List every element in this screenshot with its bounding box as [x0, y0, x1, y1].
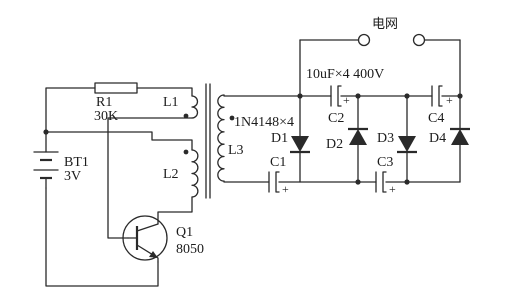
coil-l1-label: L1 — [163, 95, 179, 110]
junction-dots — [43, 93, 463, 185]
capacitor-c3 — [375, 171, 387, 193]
capacitor-c2-label: C2 — [328, 111, 344, 126]
coil-l3 — [217, 94, 225, 182]
diode-d3-label: D3 — [377, 131, 394, 146]
polarity-dot-l1 — [183, 113, 189, 119]
battery-name: BT1 — [64, 155, 89, 170]
left-wiring — [45, 87, 193, 287]
diode-d3 — [397, 136, 417, 154]
capacitor-c3-plus: + — [389, 182, 396, 196]
capacitor-c1 — [268, 171, 280, 193]
battery-bt1 — [33, 151, 59, 189]
resistor-r1 — [94, 82, 138, 94]
transformer-core — [205, 83, 211, 199]
diode-spec-label: 1N4148×4 — [234, 115, 294, 130]
resistor-value: 30K — [94, 109, 118, 124]
transistor-name: Q1 — [176, 225, 193, 240]
capacitor-c1-label: C1 — [270, 155, 286, 170]
coil-l2 — [191, 149, 199, 198]
capacitor-c3-label: C3 — [377, 155, 393, 170]
polarity-dot-l3 — [229, 115, 235, 121]
capacitor-c4 — [431, 85, 443, 107]
coil-l2-label: L2 — [163, 167, 179, 182]
transistor-q1 — [122, 215, 168, 263]
capacitor-c2 — [330, 85, 342, 107]
capacitor-spec-label: 10uF×4 400V — [306, 67, 384, 82]
polarity-dot-l2 — [183, 149, 189, 155]
diode-d2 — [348, 127, 368, 145]
transistor-value: 8050 — [176, 242, 204, 257]
coil-l1 — [191, 95, 199, 119]
capacitor-c1-plus: + — [282, 182, 289, 196]
diode-d4-label: D4 — [429, 131, 446, 146]
diode-d2-label: D2 — [326, 137, 343, 152]
battery-value: 3V — [64, 169, 81, 184]
mains-terminal-left — [357, 33, 371, 47]
coil-l3-label: L3 — [228, 143, 244, 158]
diode-d4 — [450, 127, 470, 145]
capacitor-c4-plus: + — [446, 93, 453, 107]
diode-d1-label: D1 — [271, 131, 288, 146]
capacitor-c4-label: C4 — [428, 111, 444, 126]
diode-d1 — [290, 136, 310, 154]
capacitor-c2-plus: + — [343, 93, 350, 107]
mains-terminal-right — [412, 33, 426, 47]
resistor-name: R1 — [96, 95, 112, 110]
multiplier-wiring — [223, 39, 461, 183]
mains-label: 电网 — [372, 17, 398, 32]
